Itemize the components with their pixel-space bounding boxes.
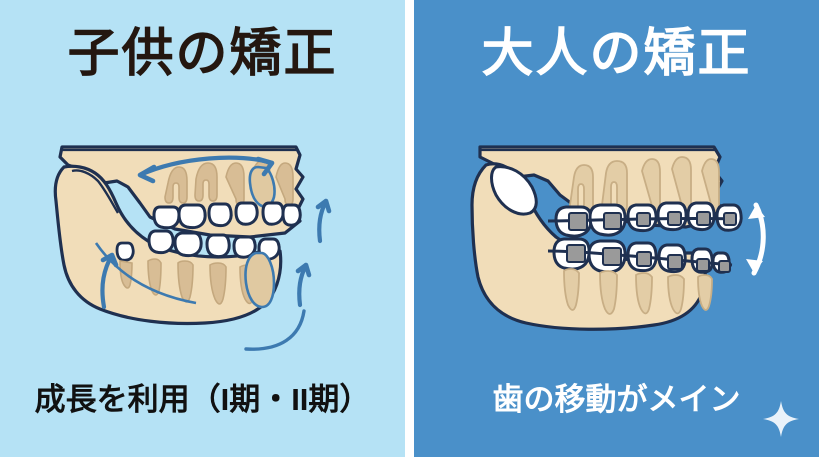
bracket-upper-1 — [568, 212, 588, 231]
ramus-arrow-head — [100, 252, 119, 268]
upper-tooth-roots — [569, 156, 720, 214]
mandibular-canal-line — [94, 242, 197, 305]
lower-tooth-roots — [563, 268, 713, 315]
tooth-movement-arrow-head-top — [748, 205, 765, 219]
bracket-upper-4 — [667, 211, 682, 226]
bracket-lower-5 — [696, 258, 710, 272]
child-jaw-growth-illustration — [53, 145, 332, 351]
coronoid-notch — [490, 165, 538, 216]
sparkle-icon — [763, 401, 799, 437]
tooth-movement-arrow-head-bottom — [746, 259, 763, 273]
bracket-lower-3 — [636, 251, 652, 267]
maxilla-arrow-head-right — [255, 156, 275, 177]
panel-child-orthodontics: 子供の矯正 — [0, 0, 405, 457]
upper-brackets — [568, 211, 737, 231]
right-panel-caption: 歯の移動がメイン — [492, 382, 741, 417]
bracket-upper-6 — [723, 212, 737, 226]
sigmoid-notch — [71, 169, 120, 214]
bracket-lower-2 — [602, 247, 622, 266]
lower-brackets — [566, 244, 731, 273]
bracket-upper-3 — [636, 212, 651, 227]
bracket-lower-6 — [718, 260, 731, 273]
right-panel-title: 大人の矯正 — [481, 25, 752, 83]
upper-teeth — [152, 201, 302, 230]
bracket-upper-5 — [696, 211, 711, 226]
adult-jaw-braces-illustration — [470, 145, 766, 331]
bracket-lower-1 — [566, 244, 586, 263]
mandible-posterior-sweep-arrow — [244, 309, 306, 351]
bracket-upper-2 — [603, 212, 622, 230]
unerupted-upper-tooth — [248, 165, 276, 208]
posterior-vertical-arrow-head — [315, 198, 332, 214]
unerupted-lower-tooth — [244, 251, 276, 309]
left-panel-caption: 成長を利用（I期・II期） — [34, 382, 371, 417]
bracket-lower-4 — [667, 254, 683, 270]
panel-divider — [405, 0, 414, 457]
lower-teeth — [147, 229, 281, 261]
panel-adult-orthodontics: 大人の矯正 — [414, 0, 819, 457]
left-panel-title: 子供の矯正 — [67, 25, 338, 83]
maxilla-arrow-head-left — [137, 164, 157, 184]
mandible-vertical-arrow-head — [295, 262, 312, 278]
growth-arrows — [100, 155, 332, 351]
tooth-movement-arrow — [746, 202, 766, 276]
erupting-lower-tooth — [115, 241, 135, 262]
